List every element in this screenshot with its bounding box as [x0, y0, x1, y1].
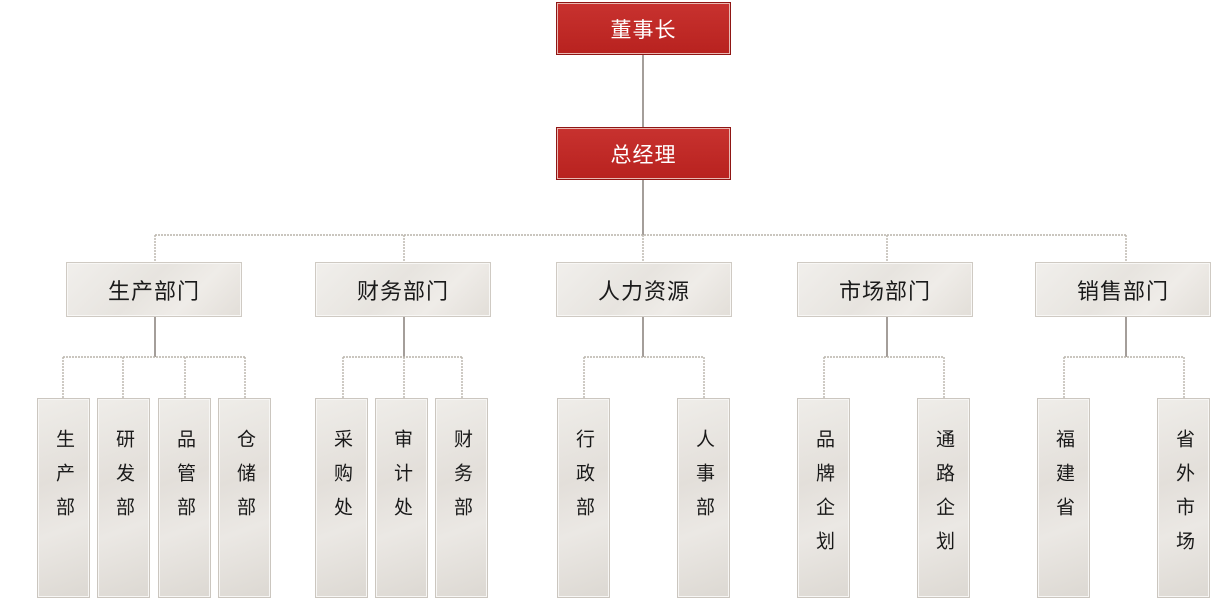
sub-unit: 财务部 — [435, 398, 488, 598]
sub-unit-label: 仓储部 — [234, 429, 256, 531]
dept-hr: 人力资源 — [556, 262, 732, 317]
sub-unit: 人事部 — [677, 398, 730, 598]
general-manager-box: 总经理 — [556, 127, 731, 180]
dept-label: 市场部门 — [838, 279, 931, 305]
dept-sales: 销售部门 — [1035, 262, 1211, 317]
sub-unit: 福建省 — [1037, 398, 1090, 598]
dept-finance: 财务部门 — [315, 262, 491, 317]
sub-unit: 省外市场 — [1157, 398, 1210, 598]
sub-unit-label: 省外市场 — [1173, 429, 1195, 565]
dept-label: 财务部门 — [356, 279, 449, 305]
dept-label: 人力资源 — [597, 279, 690, 305]
sub-unit-label: 审计处 — [391, 429, 413, 531]
dept-label: 生产部门 — [107, 279, 200, 305]
sub-unit-label: 财务部 — [451, 429, 473, 531]
sub-unit-label: 通路企划 — [933, 429, 955, 565]
sub-unit-label: 行政部 — [573, 429, 595, 531]
sub-unit: 研发部 — [97, 398, 150, 598]
sub-unit: 品牌企划 — [797, 398, 850, 598]
sub-unit: 审计处 — [375, 398, 428, 598]
sub-unit-label: 采购处 — [331, 429, 353, 531]
sub-unit: 采购处 — [315, 398, 368, 598]
chairman-box: 董事长 — [556, 2, 731, 55]
sub-unit-label: 人事部 — [693, 429, 715, 531]
sub-unit: 仓储部 — [218, 398, 271, 598]
sub-unit-label: 生产部 — [53, 429, 75, 531]
sub-unit: 生产部 — [37, 398, 90, 598]
sub-unit-label: 研发部 — [113, 429, 135, 531]
dept-marketing: 市场部门 — [797, 262, 973, 317]
sub-unit-label: 福建省 — [1053, 429, 1075, 531]
dept-label: 销售部门 — [1076, 279, 1169, 305]
sub-unit: 品管部 — [158, 398, 211, 598]
sub-unit: 行政部 — [557, 398, 610, 598]
sub-unit: 通路企划 — [917, 398, 970, 598]
sub-unit-label: 品牌企划 — [813, 429, 835, 565]
sub-unit-label: 品管部 — [174, 429, 196, 531]
dept-production: 生产部门 — [66, 262, 242, 317]
general-manager-label: 总经理 — [610, 142, 677, 167]
chairman-label: 董事长 — [610, 17, 677, 42]
